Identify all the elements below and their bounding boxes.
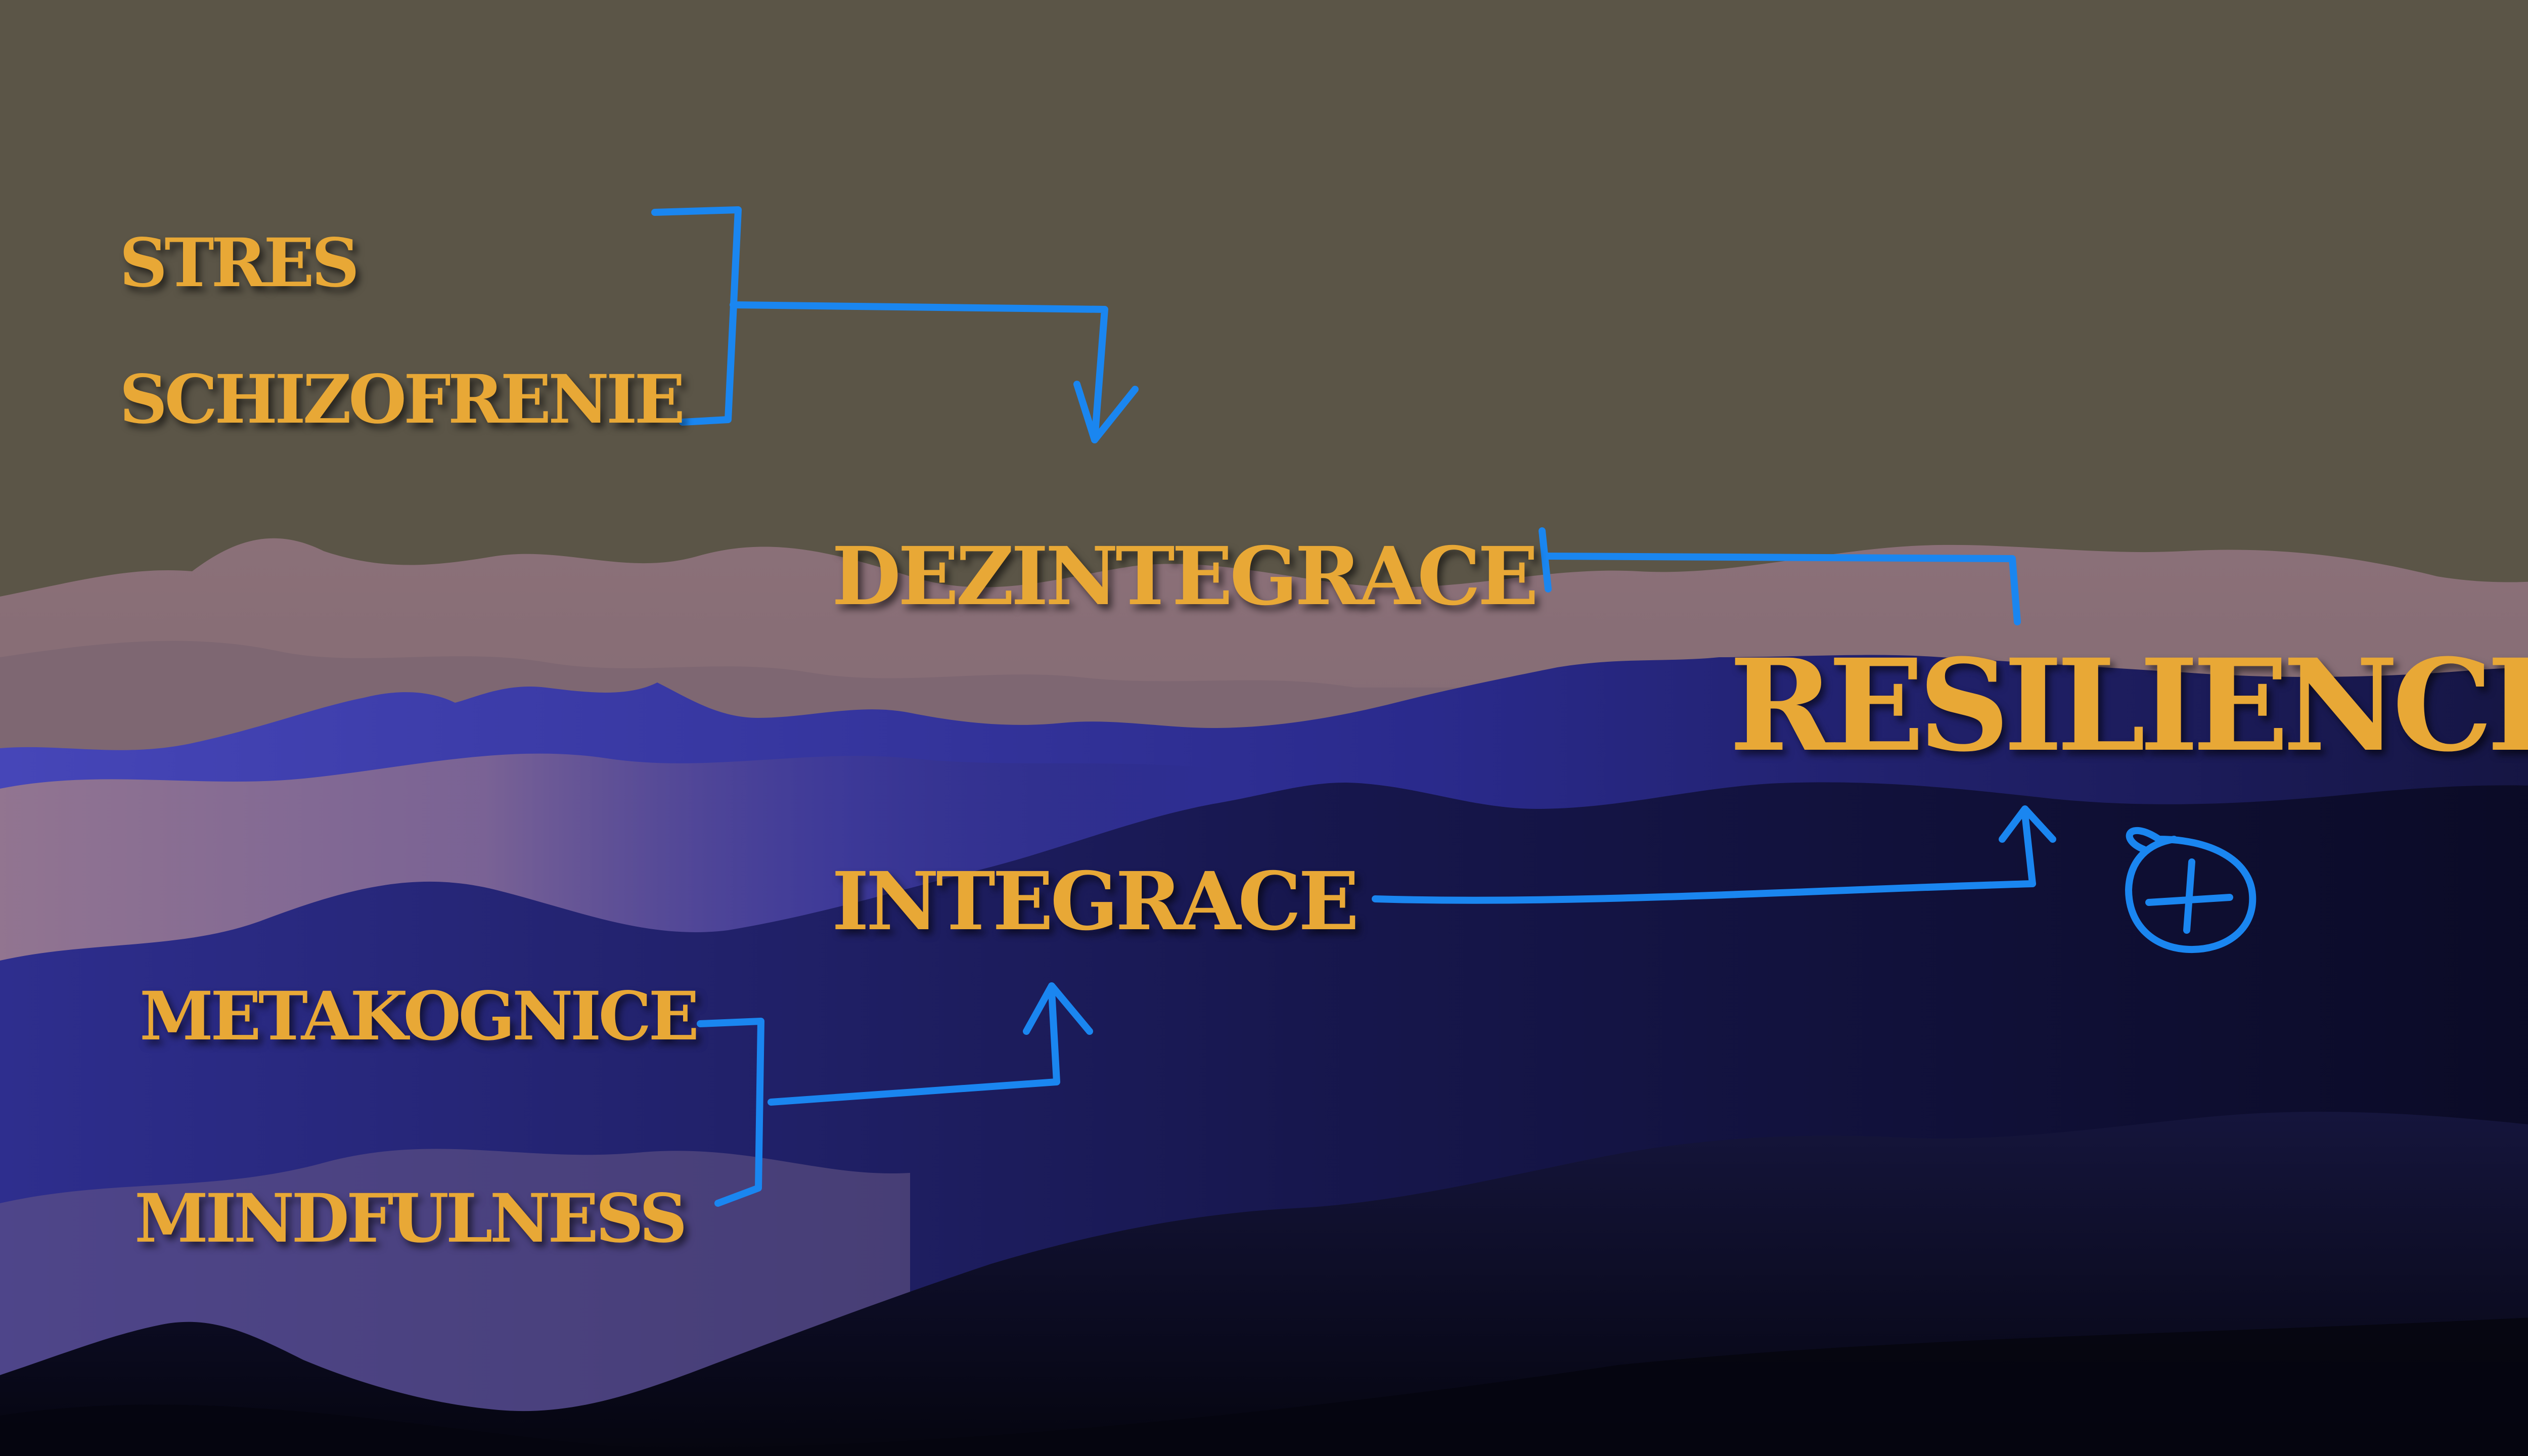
plus-circle-icon (2125, 827, 2256, 953)
bracket-bottom (697, 1018, 764, 1207)
inhibit-line (1544, 553, 2021, 625)
node-resilience: RESILIENCE (1729, 631, 2528, 780)
bracket-top-arrow (651, 206, 742, 426)
arrow-to-integrace (768, 987, 1060, 1106)
node-integrace: INTEGRACE (832, 855, 1359, 948)
arrowhead-resilience (1999, 805, 2056, 843)
node-dezintegrace: DEZINTEGRACE (832, 530, 1539, 623)
arrow-to-resilience-stem (2021, 810, 2036, 887)
node-stres: STRES (119, 224, 359, 302)
arrow-to-resilience (1372, 880, 2036, 904)
node-mindfulness: MINDFULNESS (134, 1179, 688, 1258)
node-metakognice: METAKOGNICE (140, 977, 699, 1056)
arrow-to-dezintegrace (730, 301, 1108, 443)
arrowhead-dezintegrace (1073, 381, 1139, 443)
base-ridge (0, 1317, 2528, 1456)
node-schizofrenie: SCHIZOFRENIE (119, 360, 685, 439)
inhibit-bar (1539, 527, 1552, 593)
arrowhead-integrace (1023, 982, 1093, 1035)
